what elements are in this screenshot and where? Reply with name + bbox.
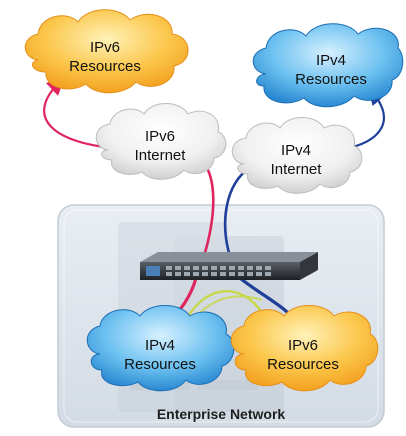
cloud-ipv4-resources-bottom-line1: IPv4 (145, 337, 175, 354)
enterprise-network-label: Enterprise Network (157, 406, 286, 422)
cloud-ipv6-internet: IPv6 Internet (95, 103, 227, 180)
cloud-ipv4-resources-top-line1: IPv4 (316, 52, 346, 69)
cloud-ipv4-resources-top-line2: Resources (295, 71, 367, 88)
cloud-ipv4-resources-bottom: IPv4 Resources (86, 305, 235, 392)
cloud-ipv6-resources-bottom: IPv6 Resources (230, 305, 379, 392)
cloud-ipv4-internet-line2: Internet (271, 161, 323, 178)
link-ipv6-internet-to-ipv6-resources (43, 77, 113, 150)
cloud-ipv6-resources-top-line2: Resources (69, 58, 141, 75)
cloud-ipv4-resources-top: IPv4 Resources (252, 23, 404, 108)
gateway-device (140, 252, 318, 280)
cloud-ipv4-resources-bottom-line2: Resources (124, 356, 196, 373)
cloud-ipv6-resources-top: IPv6 Resources (24, 9, 189, 94)
cloud-ipv6-resources-top-line1: IPv6 (90, 39, 120, 56)
cloud-ipv6-internet-line1: IPv6 (145, 128, 175, 145)
cloud-ipv6-resources-bottom-line1: IPv6 (288, 337, 318, 354)
cloud-ipv6-resources-bottom-line2: Resources (267, 356, 339, 373)
cloud-ipv6-internet-line2: Internet (135, 147, 187, 164)
cloud-ipv4-internet: IPv4 Internet (231, 117, 363, 194)
cloud-ipv4-internet-line1: IPv4 (281, 142, 311, 159)
